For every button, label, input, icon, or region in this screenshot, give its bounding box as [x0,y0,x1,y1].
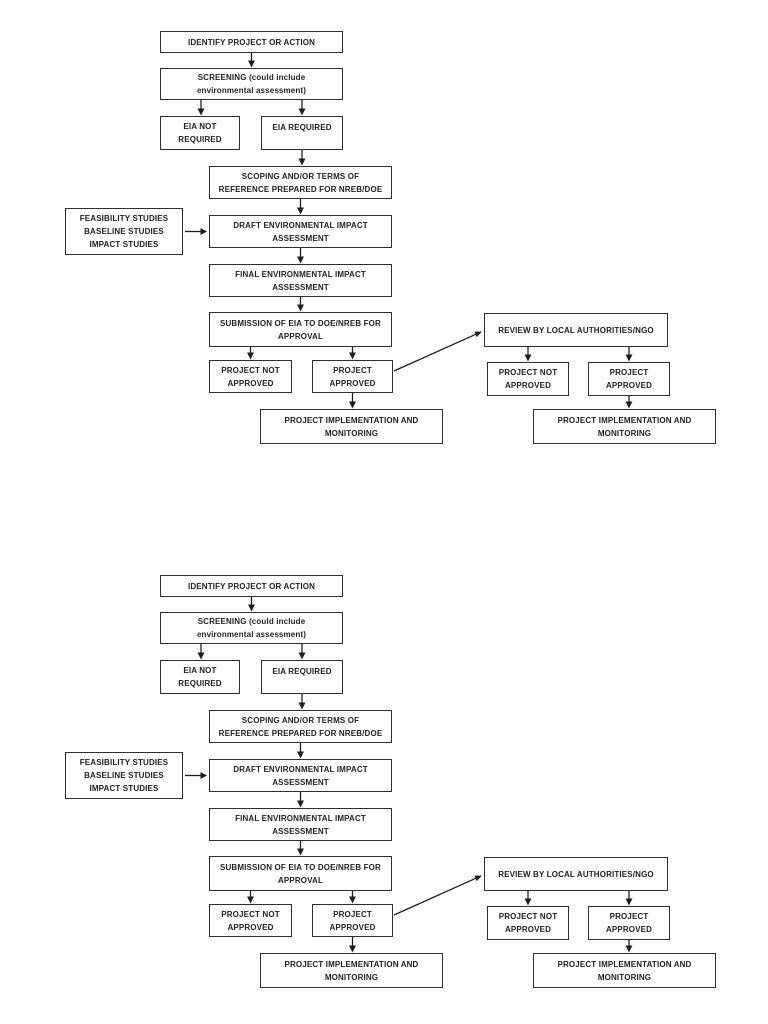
node-label: PROJECT IMPLEMENTATION AND MONITORING [557,415,692,438]
node-review-local-authorities: REVIEW BY LOCAL AUTHORITIES/NGO [484,313,668,347]
node-project-not-approved-doe: PROJECT NOT APPROVED [209,904,292,937]
node-identify-project: IDENTIFY PROJECT OR ACTION [160,31,343,53]
arrow-approved-ngo-to-implementation [625,940,633,953]
node-eia-not-required: EIA NOT REQUIRED [160,116,240,150]
arrow-screening-to-eia-not-required [197,644,205,660]
node-project-implementation-doe: PROJECT IMPLEMENTATION AND MONITORING [260,953,443,988]
node-label: REVIEW BY LOCAL AUTHORITIES/NGO [498,869,654,879]
arrow-final-to-submission [297,297,304,312]
arrow-eia-required-to-scoping [298,694,306,710]
node-eia-not-required: EIA NOT REQUIRED [160,660,240,694]
arrow-approved-to-implementation [349,393,356,409]
node-draft-eia: DRAFT ENVIRONMENTAL IMPACT ASSESSMENT [209,215,392,248]
node-screening: SCREENING (could include environmental a… [160,612,343,644]
node-identify-project: IDENTIFY PROJECT OR ACTION [160,575,343,597]
node-project-not-approved-ngo: PROJECT NOT APPROVED [487,906,569,940]
node-label: IDENTIFY PROJECT OR ACTION [187,37,316,47]
node-eia-required: EIA REQUIRED [261,660,343,694]
node-label: PROJECT NOT APPROVED [221,365,280,388]
node-label: SCREENING (could include environmental a… [196,617,307,639]
arrow-eia-required-to-scoping [298,150,306,166]
arrow-approved-to-implementation [349,937,356,953]
arrow-draft-to-final [297,792,304,808]
arrow-approved-to-review [393,331,482,372]
node-scoping-terms-of-reference: SCOPING AND/OR TERMS OF REFERENCE PREPAR… [209,710,392,743]
node-label: IDENTIFY PROJECT OR ACTION [187,581,316,591]
node-label: PROJECT IMPLEMENTATION AND MONITORING [284,959,419,982]
node-submission-of-eia: SUBMISSION OF EIA TO DOE/NREB FOR APPROV… [209,856,392,891]
node-label: PROJECT APPROVED [329,365,376,388]
node-label: SCOPING AND/OR TERMS OF REFERENCE PREPAR… [218,171,383,194]
node-feasibility-baseline-impact-studies: FEASIBILITY STUDIES BASELINE STUDIES IMP… [65,208,183,255]
flowchart-instance: IDENTIFY PROJECT OR ACTION SCREENING (co… [0,0,768,470]
node-label: PROJECT NOT APPROVED [221,909,280,932]
flowchart-arrows [185,597,633,953]
node-draft-eia: DRAFT ENVIRONMENTAL IMPACT ASSESSMENT [209,759,392,792]
flowchart-arrows [185,53,633,409]
node-label: PROJECT APPROVED [329,909,376,932]
arrow-draft-to-final [297,248,304,264]
node-label: SUBMISSION OF EIA TO DOE/NREB FOR APPROV… [220,862,381,885]
arrow-approved-to-review [393,875,482,916]
node-label: PROJECT IMPLEMENTATION AND MONITORING [557,959,692,982]
node-project-implementation-ngo: PROJECT IMPLEMENTATION AND MONITORING [533,409,716,444]
arrow-scoping-to-draft [297,199,304,215]
arrow-submission-to-not-approved [247,347,254,360]
node-submission-of-eia: SUBMISSION OF EIA TO DOE/NREB FOR APPROV… [209,312,392,347]
node-project-implementation-doe: PROJECT IMPLEMENTATION AND MONITORING [260,409,443,444]
arrow-submission-to-approved [349,347,356,360]
arrow-review-to-approved [625,347,633,362]
arrow-review-to-approved [625,891,633,906]
arrow-identify-to-screening [248,597,255,612]
arrow-review-to-not-approved [524,347,532,362]
arrow-studies-to-draft [185,228,207,235]
node-label: FEASIBILITY STUDIES BASELINE STUDIES IMP… [79,758,169,793]
node-label: PROJECT APPROVED [605,912,653,934]
node-label: FINAL ENVIRONMENTAL IMPACT ASSESSMENT [235,813,366,836]
arrow-identify-to-screening [248,53,255,68]
node-project-approved-ngo: PROJECT APPROVED [588,906,670,940]
node-label: FEASIBILITY STUDIES BASELINE STUDIES IMP… [79,214,169,249]
arrow-screening-to-eia-required [298,100,306,116]
arrow-final-to-submission [297,841,304,856]
node-final-eia: FINAL ENVIRONMENTAL IMPACT ASSESSMENT [209,264,392,297]
node-label: DRAFT ENVIRONMENTAL IMPACT ASSESSMENT [233,764,368,787]
arrow-submission-to-approved [349,891,356,904]
arrow-screening-to-eia-not-required [197,100,205,116]
node-label: SCOPING AND/OR TERMS OF REFERENCE PREPAR… [218,715,383,738]
node-project-approved-doe: PROJECT APPROVED [312,904,393,937]
node-feasibility-baseline-impact-studies: FEASIBILITY STUDIES BASELINE STUDIES IMP… [65,752,183,799]
node-label: REVIEW BY LOCAL AUTHORITIES/NGO [498,325,654,335]
arrow-studies-to-draft [185,772,207,779]
node-label: EIA NOT REQUIRED [178,666,222,688]
arrow-screening-to-eia-required [298,644,306,660]
node-label: PROJECT IMPLEMENTATION AND MONITORING [284,415,419,438]
node-label: DRAFT ENVIRONMENTAL IMPACT ASSESSMENT [233,220,368,243]
arrow-approved-ngo-to-implementation [625,396,633,409]
flowchart-instance: IDENTIFY PROJECT OR ACTION SCREENING (co… [0,544,768,1014]
arrow-review-to-not-approved [524,891,532,906]
node-label: EIA NOT REQUIRED [178,122,222,144]
node-project-approved-ngo: PROJECT APPROVED [588,362,670,396]
node-project-implementation-ngo: PROJECT IMPLEMENTATION AND MONITORING [533,953,716,988]
arrow-scoping-to-draft [297,743,304,759]
node-screening: SCREENING (could include environmental a… [160,68,343,100]
node-project-not-approved-doe: PROJECT NOT APPROVED [209,360,292,393]
node-review-local-authorities: REVIEW BY LOCAL AUTHORITIES/NGO [484,857,668,891]
node-label: FINAL ENVIRONMENTAL IMPACT ASSESSMENT [235,269,366,292]
node-label: EIA REQUIRED [272,667,332,676]
node-label: SUBMISSION OF EIA TO DOE/NREB FOR APPROV… [220,318,381,341]
node-label: PROJECT APPROVED [605,368,653,390]
node-label: PROJECT NOT APPROVED [498,912,558,934]
node-project-not-approved-ngo: PROJECT NOT APPROVED [487,362,569,396]
node-label: PROJECT NOT APPROVED [498,368,558,390]
node-label: EIA REQUIRED [272,123,332,132]
node-eia-required: EIA REQUIRED [261,116,343,150]
node-label: SCREENING (could include environmental a… [196,73,307,95]
node-final-eia: FINAL ENVIRONMENTAL IMPACT ASSESSMENT [209,808,392,841]
arrow-submission-to-not-approved [247,891,254,904]
node-project-approved-doe: PROJECT APPROVED [312,360,393,393]
node-scoping-terms-of-reference: SCOPING AND/OR TERMS OF REFERENCE PREPAR… [209,166,392,199]
